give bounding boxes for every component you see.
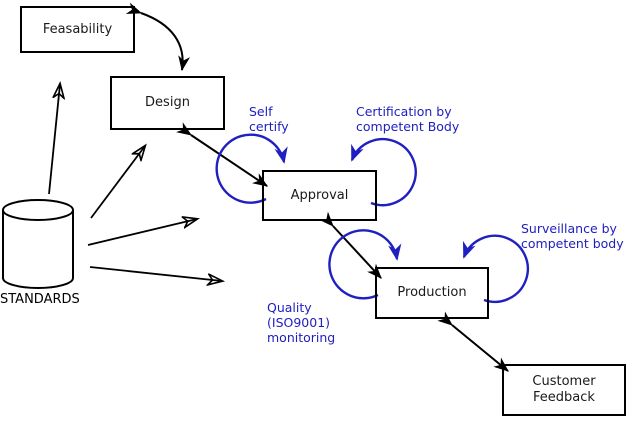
- node-feasability-label: Feasability: [42, 21, 113, 37]
- node-production-label: Production: [397, 285, 467, 300]
- annotation-certification-by-competent-body: Certification by competent Body: [356, 104, 460, 134]
- loop-surveillance: [462, 234, 529, 303]
- node-customer-feedback-label: Customer Feedback: [532, 374, 596, 405]
- flow-standards-approval: [87, 219, 197, 246]
- standards-datastore-label: STANDARDS: [0, 292, 80, 307]
- flow-production-customer-feedback: [437, 311, 509, 372]
- node-approval-label: Approval: [290, 187, 349, 203]
- node-feasability[interactable]: Feasability: [20, 6, 135, 53]
- standards-cylinder-shape: [2, 199, 74, 289]
- flow-feasability-design: [125, 2, 191, 72]
- loop-certification: [350, 137, 417, 207]
- flow-standards-design: [90, 146, 145, 219]
- annotation-self-certify: Self certify: [249, 104, 289, 134]
- flow-design-approval: [176, 122, 268, 187]
- node-design-label: Design: [145, 95, 190, 110]
- flow-standards-feasability: [48, 84, 60, 195]
- loop-self-certify: [215, 133, 288, 204]
- flow-standards-production: [89, 266, 222, 281]
- node-production[interactable]: Production: [375, 267, 489, 319]
- loop-quality-monitoring: [328, 229, 402, 300]
- annotation-surveillance-by-competent-body: Surveillance by competent body: [521, 221, 624, 251]
- node-customer-feedback[interactable]: Customer Feedback: [502, 364, 626, 416]
- node-design[interactable]: Design: [110, 76, 225, 130]
- node-approval[interactable]: Approval: [262, 170, 377, 221]
- annotation-quality-iso9001-monitoring: Quality (ISO9001) monitoring: [267, 300, 336, 345]
- flow-approval-production: [319, 211, 382, 279]
